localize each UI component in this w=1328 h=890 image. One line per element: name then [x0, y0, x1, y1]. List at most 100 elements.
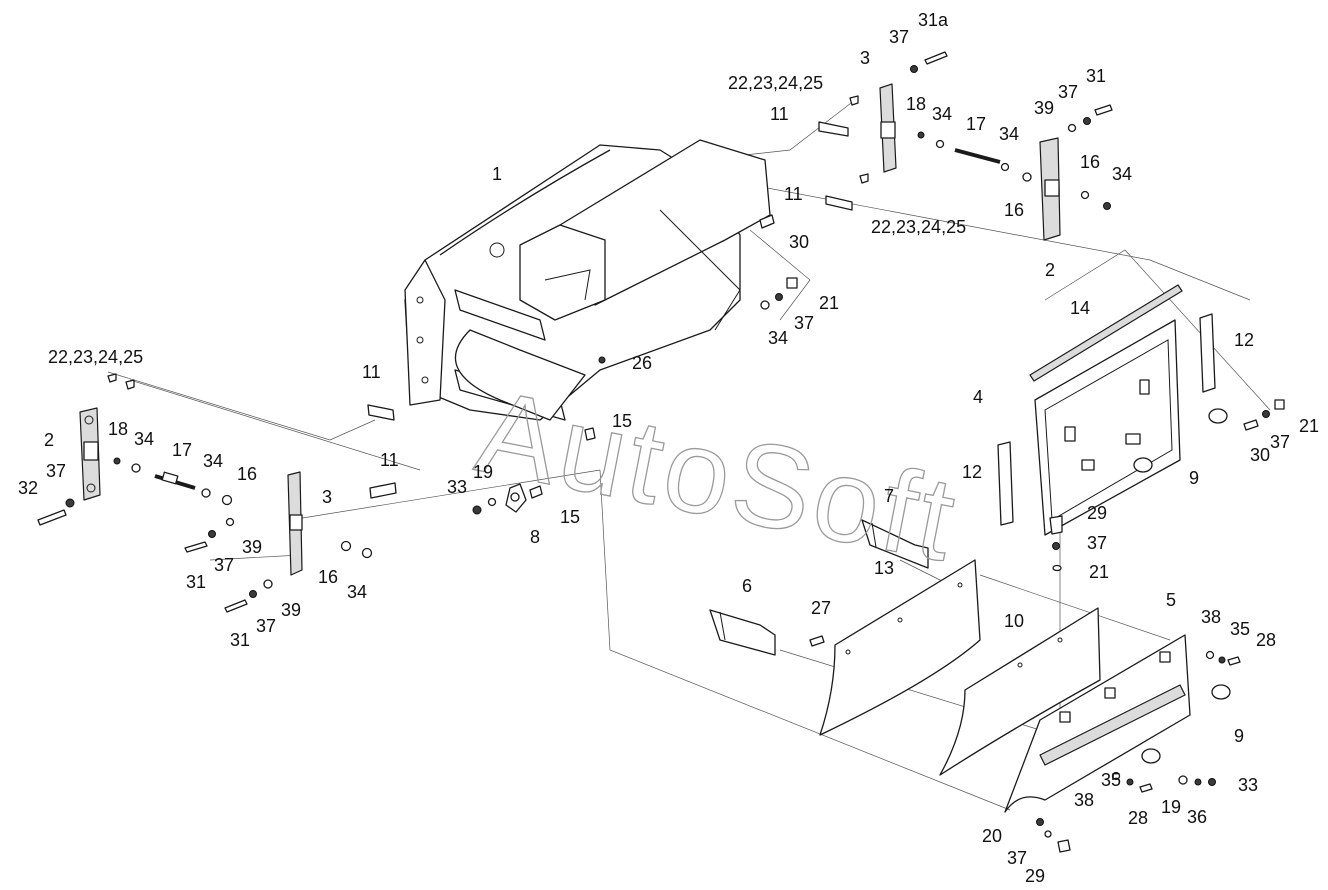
- callout-label: 16: [237, 464, 257, 484]
- callout-label: 37: [794, 313, 814, 333]
- callout-label: 39: [281, 600, 301, 620]
- callout-label: 6: [742, 576, 752, 596]
- left-bracket-part-2: [79, 407, 101, 501]
- callout-label: 7: [884, 486, 894, 506]
- left-fasteners: [37, 457, 373, 613]
- callout-label: 28: [1256, 630, 1276, 650]
- callout-label: 22,23,24,25: [871, 217, 966, 237]
- center-small-parts: [472, 356, 606, 515]
- left-bracket-part-3: [287, 471, 303, 576]
- callout-label: 18: [906, 94, 926, 114]
- callout-label: 34: [203, 451, 223, 471]
- callout-label: 16: [318, 567, 338, 587]
- callout-label: 9: [1189, 468, 1199, 488]
- right-pivot-parts: [759, 51, 1113, 310]
- callout-label: 3: [322, 487, 332, 507]
- clips-part-11: [107, 95, 869, 499]
- callout-label: 17: [172, 440, 192, 460]
- callout-label: 37: [1087, 533, 1107, 553]
- callout-label: 34: [1112, 164, 1132, 184]
- callout-label: 19: [473, 462, 493, 482]
- frame-part-4: [1034, 319, 1181, 536]
- callout-label: 31: [186, 572, 206, 592]
- callout-label: 37: [214, 555, 234, 575]
- callout-label: 22,23,24,25: [48, 347, 143, 367]
- callout-label: 26: [632, 353, 652, 373]
- callout-label: 29: [1025, 866, 1045, 886]
- callout-label: 39: [242, 537, 262, 557]
- callout-label: 10: [1004, 611, 1024, 631]
- skid-part-7: [861, 519, 929, 569]
- watermark: AutoSoft: [467, 365, 969, 588]
- callout-label: 18: [108, 419, 128, 439]
- moldboard-part-13: [819, 559, 981, 736]
- plates-part-12: [997, 313, 1216, 526]
- callout-label: 37: [1007, 848, 1027, 868]
- callout-label: 31: [230, 630, 250, 650]
- callout-label: 15: [560, 507, 580, 527]
- callout-label: 11: [380, 450, 399, 470]
- callout-label: 5: [1166, 590, 1176, 610]
- callout-label: 28: [1128, 808, 1148, 828]
- callout-label: 37: [46, 461, 66, 481]
- callout-label: 36: [1187, 807, 1207, 827]
- callout-label: 33: [447, 477, 467, 497]
- callout-label: 30: [1250, 445, 1270, 465]
- callout-label: 15: [612, 411, 632, 431]
- callout-label: 37: [1270, 432, 1290, 452]
- callout-label: 32: [18, 478, 38, 498]
- callout-label: 21: [1299, 416, 1319, 436]
- callout-labels: 1 2 2 3 3 4 5 6 7 8 9 9 10 11 11 11 11 1…: [18, 10, 1319, 886]
- right-frame-fasteners: [1049, 399, 1285, 572]
- callout-label: 11: [362, 362, 381, 382]
- skid-part-6: [709, 609, 776, 656]
- callout-label: 37: [256, 616, 276, 636]
- moldboard-fasteners: [809, 635, 1241, 853]
- frame-part-5: [1004, 634, 1191, 813]
- callout-label: 21: [1089, 562, 1109, 582]
- callout-label: 20: [982, 826, 1002, 846]
- housing-body-part-1: [404, 139, 771, 421]
- callout-label: 16: [1080, 152, 1100, 172]
- rollers-part-9: [1133, 408, 1231, 764]
- callout-label: 3: [860, 48, 870, 68]
- callout-label: 31a: [918, 10, 949, 30]
- callout-label: 2: [44, 430, 54, 450]
- callout-label: 16: [1004, 200, 1024, 220]
- callout-label: 12: [962, 462, 982, 482]
- left-axle-part-17: [154, 471, 196, 490]
- callout-label: 13: [874, 558, 894, 578]
- moldboard-part-10: [939, 607, 1101, 776]
- callout-label: 37: [1058, 82, 1078, 102]
- callout-label: 11: [784, 184, 803, 204]
- callout-label: 29: [1087, 503, 1107, 523]
- callout-label: 2: [1045, 260, 1055, 280]
- callout-label: 35: [1230, 619, 1250, 639]
- callout-label: 31: [1086, 66, 1106, 86]
- bar-part-14: [1029, 284, 1183, 382]
- callout-label: 34: [932, 104, 952, 124]
- watermark-text: AutoSoft: [467, 365, 968, 587]
- callout-label: 19: [1161, 797, 1181, 817]
- callout-label: 4: [973, 387, 983, 407]
- callout-label: 33: [1238, 775, 1258, 795]
- callout-label: 39: [1034, 98, 1054, 118]
- callout-label: 17: [966, 114, 986, 134]
- callout-label: 12: [1234, 330, 1254, 350]
- callout-label: 30: [789, 232, 809, 252]
- callout-label: 8: [530, 527, 540, 547]
- callout-label: 35: [1101, 770, 1121, 790]
- callout-label: 22,23,24,25: [728, 73, 823, 93]
- callout-label: 38: [1201, 607, 1221, 627]
- assembly-lines: [107, 99, 1271, 811]
- callout-label: 1: [492, 164, 502, 184]
- callout-label: 34: [134, 429, 154, 449]
- callout-label: 38: [1074, 790, 1094, 810]
- callout-label: 34: [999, 124, 1019, 144]
- callout-label: 27: [811, 598, 831, 618]
- callout-label: 9: [1234, 726, 1244, 746]
- callout-label: 11: [770, 104, 789, 124]
- callout-label: 14: [1070, 298, 1090, 318]
- callout-label: 34: [347, 582, 367, 602]
